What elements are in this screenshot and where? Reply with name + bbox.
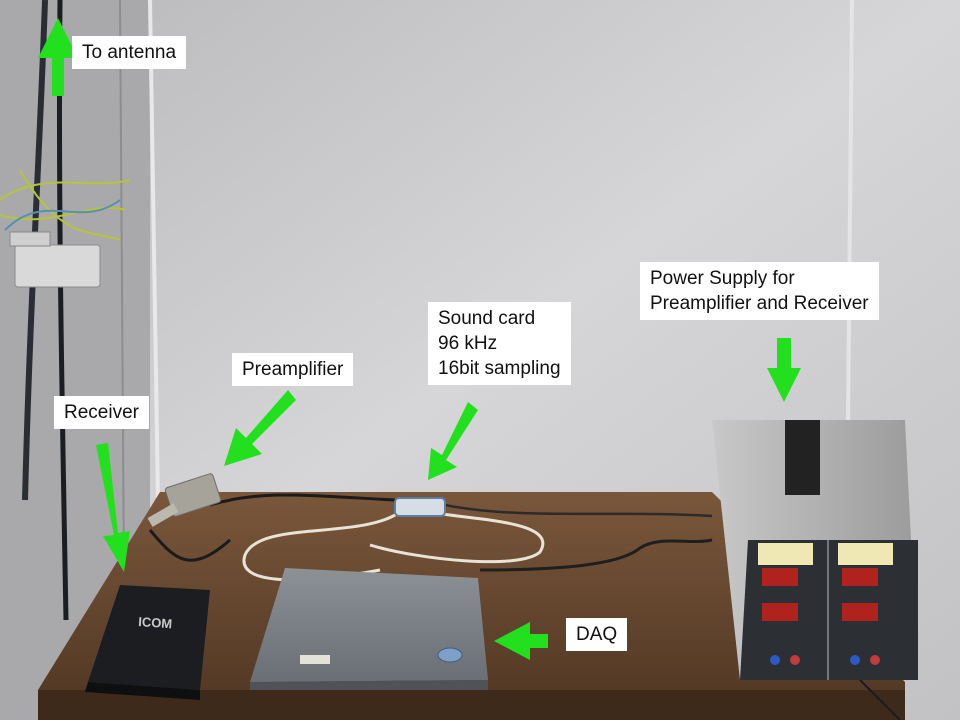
preamplifier-device (164, 473, 222, 517)
laptop-logo (437, 647, 463, 663)
psu-display (762, 603, 798, 621)
wall-socket (9, 231, 51, 247)
psu-terminal (870, 655, 880, 665)
psu-display (762, 568, 798, 586)
label-line: Preamplifier (242, 359, 344, 380)
power-cable (479, 538, 713, 572)
receiver-side (85, 682, 200, 700)
label-line: 96 kHz (438, 333, 498, 354)
wall-seam (846, 0, 854, 421)
label-line: DAQ (576, 624, 618, 645)
coax-cable (148, 529, 231, 562)
label-sound-card: Sound card 96 kHz 16bit sampling (428, 302, 571, 385)
arrow-down-left-icon (224, 390, 296, 466)
network-cable (0, 169, 131, 241)
label-daq: DAQ (566, 618, 628, 651)
wall-seam (148, 0, 160, 501)
power-cable (859, 679, 901, 720)
label-line: 16bit sampling (438, 358, 561, 379)
preamp-connector (147, 503, 179, 527)
label-line: To antenna (82, 42, 177, 63)
sound-card-device (394, 497, 446, 517)
arrow-down-icon (767, 338, 801, 402)
label-line: Receiver (64, 402, 139, 423)
psu-terminal (790, 655, 800, 665)
arrow-down-icon (96, 443, 130, 572)
label-to-antenna: To antenna (72, 36, 187, 69)
audio-cable (369, 510, 545, 564)
network-cable (4, 199, 121, 231)
arrows (38, 18, 801, 660)
arrow-left-icon (494, 622, 548, 660)
receiver-brand: ICOM (138, 614, 173, 631)
label-line: Preamplifier and Receiver (650, 293, 869, 314)
label-preamplifier: Preamplifier (232, 353, 354, 386)
label-line: Sound card (438, 308, 536, 329)
daq-laptop (250, 568, 488, 682)
laptop-front (250, 680, 488, 690)
psu-display (842, 603, 878, 621)
coax-cable (209, 493, 396, 507)
arrow-down-left-icon (428, 402, 478, 480)
arrow-up-icon (38, 18, 78, 96)
antenna-cable (22, 0, 48, 501)
psu-note (758, 543, 813, 565)
psu-terminal (770, 655, 780, 665)
psu-note (838, 543, 893, 565)
receiver-device (88, 585, 210, 690)
power-supply-handle (785, 420, 820, 495)
wall-socket (14, 244, 101, 288)
label-power-supply: Power Supply for Preamplifier and Receiv… (640, 262, 879, 320)
label-line: Power Supply for (650, 268, 795, 289)
label-receiver: Receiver (54, 396, 149, 429)
table-edge (38, 690, 905, 720)
psu-terminal (850, 655, 860, 665)
psu-display (842, 568, 878, 586)
laptop-sticker (300, 655, 330, 664)
usb-cable (444, 503, 713, 518)
